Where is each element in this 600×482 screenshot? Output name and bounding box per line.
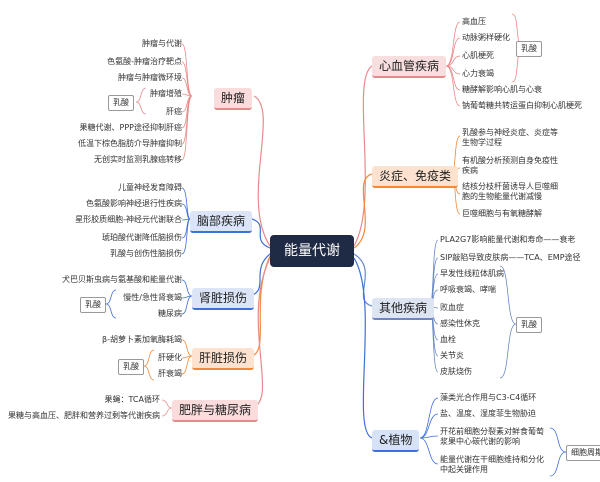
other-item: 关节炎 <box>440 351 464 360</box>
branch-liver-injury[interactable]: 肝脏损伤 <box>192 348 255 370</box>
link-plant <box>353 257 373 439</box>
cardio-item: 高血压 <box>462 17 486 26</box>
plant-item: 开花前细胞分裂素对鲜食葡萄浆果中心碳代谢的影响 <box>440 427 544 446</box>
cardio-item: 钠葡萄糖共转运蛋白抑制心肌梗死 <box>462 101 582 110</box>
liver-item: 肝衰竭 <box>158 369 182 378</box>
link-brain <box>251 218 271 249</box>
branch-inflammation-immunity[interactable]: 炎症、免疫类 <box>372 166 459 188</box>
kidney-item: 犬巴贝斯虫病与氨基酸和能量代谢 <box>62 275 182 284</box>
cardio-item: 糖酵解影响心肌与心衰 <box>462 85 542 94</box>
other-item: PLA2G7影响能量代谢和寿命——衰老 <box>440 235 576 244</box>
plant-item: 盐、温度、湿度菲生物胁迫 <box>440 409 536 418</box>
link-kidney <box>249 253 271 297</box>
obesity-item: 果蝇：TCA循环 <box>104 395 160 404</box>
tumor-item: 肿瘤增殖 <box>150 89 182 98</box>
plant-item: 藻类光合作用与C3-C4循环 <box>440 393 537 402</box>
kidney-lactate-tag: 乳酸 <box>80 297 106 313</box>
inflammation-item: 结核分枝杆菌诱导人巨噬细胞的生物能量代谢减慢 <box>462 182 558 201</box>
other-item: 早发性线粒体肌病 <box>440 269 504 278</box>
link-other <box>353 253 373 307</box>
plant-item: 能量代谢在干细胞维持和分化中起关键作用 <box>440 455 544 474</box>
inflammation-item: 巨噬细胞与有氧糖酵解 <box>462 209 542 218</box>
link-obesity <box>251 257 271 409</box>
plant-cell-cycle-tag: 细胞周期 <box>566 445 600 461</box>
tumor-item: 无创实时监测乳腺癌转移 <box>94 155 182 164</box>
obesity-item: 果糖与高血压、肥胖和营养过剩等代谢疾病 <box>8 411 160 420</box>
other-item: 血栓 <box>440 335 456 344</box>
branch-kidney-injury[interactable]: 肾脏损伤 <box>192 288 255 310</box>
kidney-item: 糖尿病 <box>158 309 182 318</box>
other-lactate-tag: 乳酸 <box>516 317 542 333</box>
branch-brain-diseases[interactable]: 脑部疾病 <box>190 211 253 233</box>
brain-item: 儿童神经发育障碍 <box>118 183 182 192</box>
other-item: 呼吸衰竭、哮喘 <box>440 285 496 294</box>
brain-item: 乳酸与创伤性脑损伤 <box>110 249 182 258</box>
branch-tumor[interactable]: 肿瘤 <box>214 88 253 110</box>
tumor-item: 肿瘤与肿瘤微环境 <box>118 73 182 82</box>
liver-item: β-胡萝卜素加氧酶耗竭 <box>102 335 182 344</box>
other-item: SIP敲陷导致皮肤病——TCA、EMP途径 <box>440 253 581 262</box>
inflammation-item: 乳酸参与神经炎症、炎症等生物学过程 <box>462 128 558 147</box>
link-tumor <box>253 95 271 247</box>
tumor-item: 肿瘤与代谢 <box>142 39 182 48</box>
other-item: 败血症 <box>440 303 464 312</box>
tumor-item: 低温下棕色脂肪介导肿瘤抑制 <box>78 139 182 148</box>
liver-lactate-tag: 乳酸 <box>118 359 144 375</box>
liver-item: 肝硬化 <box>158 353 182 362</box>
tumor-item: 肝癌 <box>166 107 182 116</box>
cardio-item: 动脉粥样硬化 <box>462 33 510 42</box>
tumor-item: 果糖代谢、PPP途径抑制肝癌 <box>79 123 182 132</box>
other-item: 感染性休克 <box>440 319 480 328</box>
kidney-item: 慢性/急性肾衰竭 <box>123 293 182 302</box>
cardio-item: 心肌梗死 <box>462 51 494 60</box>
link-liver <box>251 255 271 357</box>
tumor-lactate-tag: 乳酸 <box>108 95 134 111</box>
brain-item: 色氨酸影响神经退行性疾病 <box>86 199 182 208</box>
other-item: 皮肤烧伤 <box>440 367 472 376</box>
brain-item: 星形胶质细胞-神经元代谢联合 <box>75 215 182 224</box>
link-cardio <box>353 65 373 247</box>
center-topic[interactable]: 能量代谢 <box>270 235 354 267</box>
cardio-lactate-tag: 乳酸 <box>516 41 542 57</box>
branch-plants[interactable]: &植物 <box>372 430 420 452</box>
brain-item: 琥珀酸代谢降低脑损伤 <box>102 233 182 242</box>
inflammation-item: 有机酸分析预测自身免疫性疾病 <box>462 156 558 175</box>
tumor-item: 色氨酸-肿瘤治疗靶点 <box>107 57 182 66</box>
branch-obesity-diabetes[interactable]: 肥胖与糖尿病 <box>172 400 259 422</box>
cardio-item: 心力衰竭 <box>462 69 494 78</box>
branch-cardiovascular[interactable]: 心血管疾病 <box>372 56 447 78</box>
branch-other-diseases[interactable]: 其他疾病 <box>372 298 435 320</box>
link-inflammation <box>353 173 373 249</box>
